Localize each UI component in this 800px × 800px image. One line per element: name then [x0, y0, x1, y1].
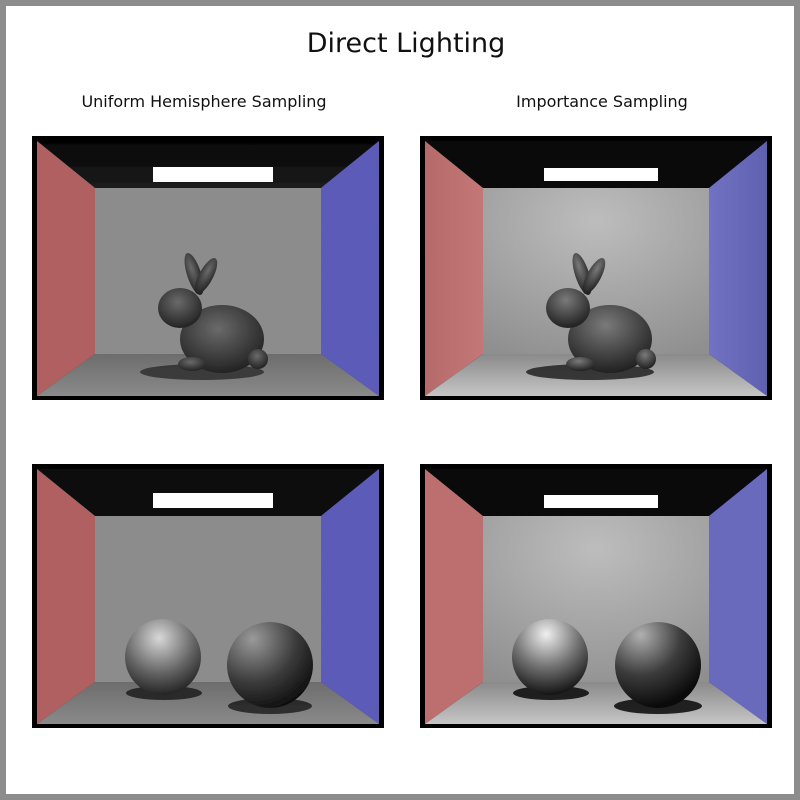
column-label-importance: Importance Sampling [516, 92, 688, 111]
render-uniform-bunny [32, 136, 384, 400]
render-importance-spheres [420, 464, 772, 728]
sphere-left [125, 619, 201, 695]
sphere-right [227, 622, 313, 708]
render-uniform-spheres [32, 464, 384, 728]
render-importance-bunny [420, 136, 772, 400]
bunny-shape [158, 252, 268, 373]
figure-title: Direct Lighting [306, 28, 506, 59]
sphere-right [615, 622, 701, 708]
column-label-uniform: Uniform Hemisphere Sampling [81, 92, 327, 111]
sphere-left [512, 619, 588, 695]
bunny-shape [546, 252, 656, 373]
